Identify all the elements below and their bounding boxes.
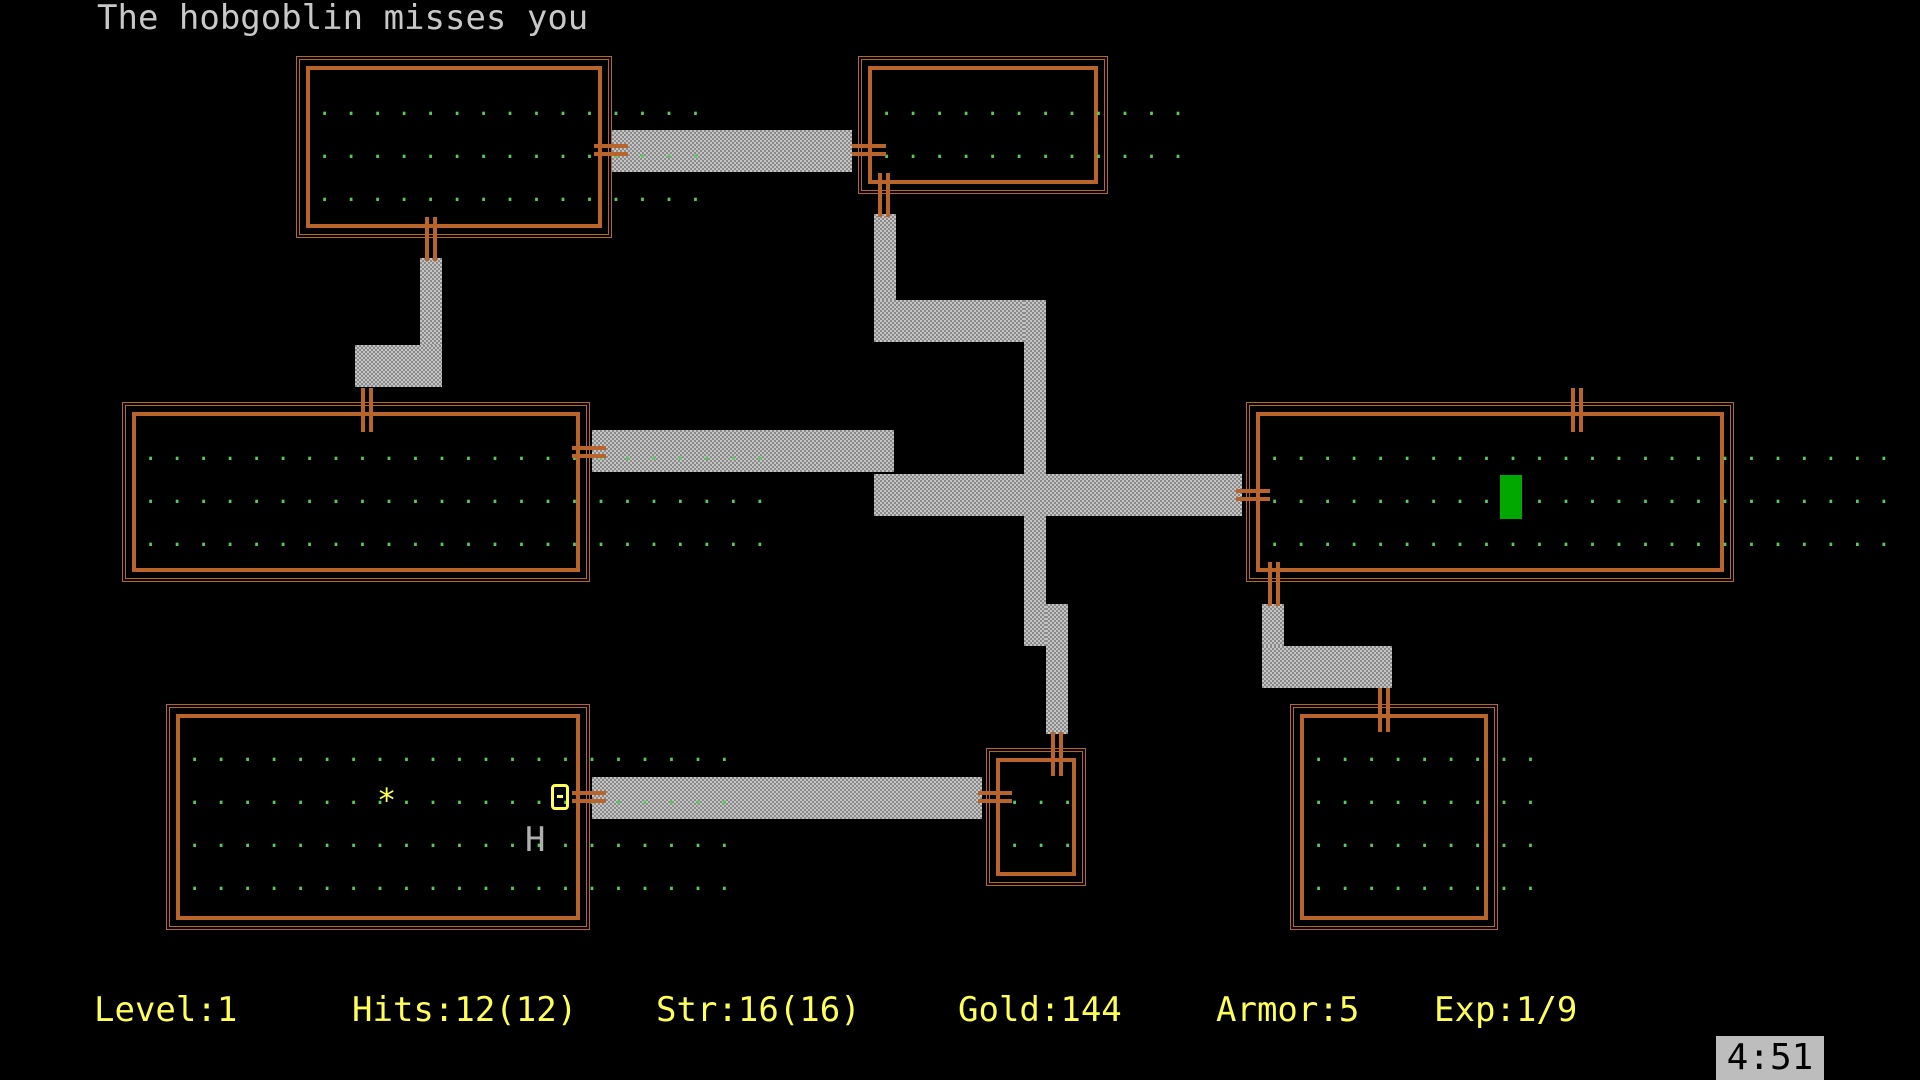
floor-row: . . . . . . . . . [1312, 828, 1538, 853]
floor-row: . . . . . . . . . . . . . . . . . . . . … [1268, 441, 1891, 466]
door [361, 388, 373, 432]
floor-row: . . . . . . . . . . . . [880, 96, 1185, 121]
floor-row: . . . . . . . . . . . . [880, 139, 1185, 164]
corridor [1024, 300, 1046, 644]
floor-row: . . . . . . . . . . . . . . . . . . . . … [144, 527, 767, 552]
door [1378, 688, 1390, 732]
floor-row: . . . . . . . . . . . . . . . . . . . . … [188, 742, 732, 767]
floor-row: . . . . . . . . . [1312, 742, 1538, 767]
floor-row: . . . . . . . . . . . . . . . [318, 96, 703, 121]
corridor [592, 430, 894, 472]
clock: 4:51 [1716, 1036, 1824, 1080]
floor-row: . . . . . . . . . . . . . . . . . . . . … [188, 828, 732, 853]
message-line: The hobgoblin misses you [97, 0, 589, 38]
floor-row: . . . . . . . . . [1312, 785, 1538, 810]
door [852, 144, 886, 156]
status-armor: Armor:5 [1216, 990, 1360, 1030]
room-middle-left [122, 402, 590, 582]
door [1051, 732, 1063, 776]
door [572, 446, 606, 458]
status-str: Str:16(16) [656, 990, 861, 1030]
floor-row: . . . [1008, 785, 1075, 810]
floor-row: . . . . . . . . . . . . . . . . . . . . … [144, 441, 767, 466]
corridor [874, 474, 1242, 516]
armor-item-icon [551, 784, 569, 810]
corridor [874, 300, 1046, 342]
door [594, 144, 628, 156]
floor-row: . . . . . . . . . . . . . . . . . . . . … [188, 871, 732, 896]
room-bottom-middle [986, 748, 1086, 886]
status-gold: Gold:144 [958, 990, 1122, 1030]
floor-row: . . . . . . . . . . . . . . . [318, 139, 703, 164]
room-bottom-right [1290, 704, 1498, 930]
corridor [592, 777, 982, 819]
status-exp: Exp:1/9 [1434, 990, 1578, 1030]
floor-row: . . . . . . . . . . . . . . . [318, 182, 703, 207]
floor-row: . . . . . . . . . [1312, 871, 1538, 896]
door [1236, 489, 1270, 501]
floor-row: . . . [1008, 828, 1075, 853]
door [425, 217, 437, 261]
room-top-middle [858, 56, 1108, 194]
hobgoblin-monster: H [525, 820, 546, 860]
floor-row: . . . . . . . . . . . . . . . . . . . . … [188, 785, 732, 810]
status-level: Level:1 [94, 990, 238, 1030]
door [978, 791, 1012, 803]
player-cursor [1500, 475, 1522, 519]
corridor [1262, 646, 1392, 688]
floor-row: . . . . . . . . . . . . . . . . . . . . … [1268, 484, 1891, 509]
door [1268, 562, 1280, 606]
corridor [355, 345, 442, 387]
room-bottom-left [166, 704, 590, 930]
corridor [612, 130, 852, 172]
floor-row: . . . . . . . . . . . . . . . . . . . . … [144, 484, 767, 509]
door [572, 791, 606, 803]
floor-row: . . . . . . . . . . . . . . . . . . . . … [1268, 527, 1891, 552]
corridor [1046, 604, 1068, 734]
door [1571, 388, 1583, 432]
door [878, 173, 890, 217]
gold-item: * [377, 781, 397, 819]
status-hits: Hits:12(12) [352, 990, 578, 1030]
